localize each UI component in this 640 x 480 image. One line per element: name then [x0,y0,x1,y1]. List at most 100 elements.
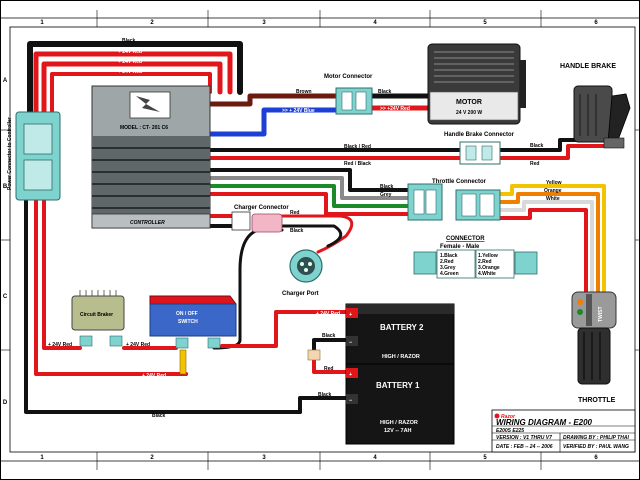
title-version: VERSION : V1 THRU V7 [496,435,552,441]
circuit-breaker-label: Circuit Braker [80,312,113,318]
wire-red-top-loop-3 [50,72,212,120]
wire-black-left-trunk [24,194,302,414]
label-red-motor: >> +24V Red [380,106,410,112]
wire-black-battery2-neg [312,338,348,354]
handle-brake-connector-label: Handle Brake Connector [444,132,515,138]
legend-title: CONNECTOR [446,236,485,242]
label-red-bottom: + 24V Red [142,373,166,379]
label-red-battery1: Red [324,366,333,372]
grid-col-4-top: 4 [373,20,377,26]
battery-link-connector [307,349,321,361]
wire-red-battery1-pos [312,358,348,374]
label-black-bottom: Black [152,413,166,419]
label-orange: Orange [544,188,562,194]
label-red-brake-out: Red [530,161,539,167]
battery2-negative-terminal [346,336,358,346]
grid-col-5-bottom: 5 [483,455,487,461]
battery2-plus: + [349,312,352,318]
wire-red-charger-out [280,214,354,254]
handle-brake-connector: Handle Brake Connector [444,132,515,165]
label-grey-throttle: Grey [380,192,392,198]
label-red-charger: Red [290,210,299,216]
brake-lever-icon [607,93,631,143]
title-block: Razor WIRING DIAGRAM - E200 E200S E225 V… [491,409,636,453]
title-drawing-by: DRAWING BY : PHILIP THAI [563,435,629,441]
controller-label: CONTROLLER [130,220,165,226]
throttle-connector: Throttle Connector [407,179,501,221]
title-model: E200S E225 [496,428,524,434]
motor: MOTOR 24 V 200 W [427,43,526,125]
battery1-spec2: 12V -- 7AH [384,428,412,434]
label-red-breaker-in: + 24V Red [48,342,72,348]
wire-black-battery1-neg [298,396,348,414]
handle-brake-label: HANDLE BRAKE [560,63,616,70]
power-connector-label: Power Connector to Controller [7,117,13,190]
title-date: DATE : FEB -- 24 -- 2006 [496,444,553,450]
grid-col-4-bottom: 4 [373,455,377,461]
title-brand: Razor [501,414,516,420]
motor-connector: Motor Connector [324,74,373,115]
wire-harness [24,41,614,414]
battery2-minus: − [349,340,352,346]
battery2-spec: HIGH / RAZOR [382,354,420,360]
label-black-brake-out: Black [530,143,544,149]
circuit-breaker: Circuit Braker [71,290,125,347]
grid-row-c: C [3,294,8,300]
battery1-spec: HIGH / RAZOR [380,420,418,426]
grid-row-b: B [3,184,8,190]
label-black-motor: Black [378,89,392,95]
battery1-plus: + [349,372,352,378]
charger-connector: Charger Connector [231,205,289,233]
wire-red-brake-out [498,144,614,160]
battery1-positive-terminal [346,368,358,378]
controller-model: MODEL : CT- 201 C6 [120,125,168,131]
wire-red-to-breaker [42,194,82,350]
legend-female-2: 2.Red [440,259,454,265]
wire-brown-motor [207,93,339,107]
label-black-top: Black [122,38,136,44]
label-blue: >> + 24V Blue [282,108,315,114]
on-off-switch: ON / OFF SWITCH [149,295,237,375]
battery1-label: BATTERY 1 [376,381,420,390]
label-red-black-brake: Red / Black [344,161,371,167]
wire-blue-motor [207,107,339,137]
title-verified-by: VERIFIED BY : PAUL WANG [563,444,629,450]
grid-col-1-bottom: 1 [40,455,44,461]
switch-label-line2: SWITCH [178,319,198,325]
grid-col-6-top: 6 [594,20,598,26]
grid-row-a: A [3,78,8,84]
charger-port: Charger Port [282,249,323,297]
throttle-led-icon-2 [577,309,583,315]
battery1-minus: − [349,398,352,404]
grid-col-2-bottom: 2 [150,455,154,461]
wire-black-charger-out [280,224,343,248]
wire-black-throttle [208,168,410,192]
label-red-throttle-out: Red [546,204,555,210]
legend-female-4: 4.Green [440,271,459,277]
wire-red-battery2-pos [220,310,348,348]
wire-red-top-loop-1 [33,51,233,121]
wire-black-top-loop [27,41,243,121]
connector-legend: CONNECTOR Female - Male 1.Black 2.Red 3.… [413,236,538,279]
label-red-battery2: + 24V Red [316,311,340,317]
grid-row-d: D [3,400,8,406]
throttle-grip: TWIST THROTTLE [571,291,617,404]
legend-male-4: 4.White [478,271,496,277]
wire-green-throttle [208,184,410,208]
power-connector: Power Connector to Controller [7,111,61,201]
motor-connector-label: Motor Connector [324,74,373,80]
controller: MODEL : CT- 201 C6 CONTROLLER [91,85,211,229]
switch-label-line1: ON / OFF [176,311,198,317]
label-white: White [546,196,560,202]
grid-col-3-top: 3 [262,20,266,26]
title-main: WIRING DIAGRAM - E200 [496,418,593,427]
label-red-breaker-out: + 24V Red [126,342,150,348]
wire-red-throttle-out [498,208,588,294]
battery-2: + − BATTERY 2 HIGH / RAZOR [345,303,455,365]
handle-brake: HANDLE BRAKE [560,63,631,149]
wire-yellow-throttle-out [498,184,606,294]
charger-connector-label: Charger Connector [234,205,289,211]
wire-red-top-loop-2 [41,61,223,121]
charger-port-label: Charger Port [282,291,319,297]
